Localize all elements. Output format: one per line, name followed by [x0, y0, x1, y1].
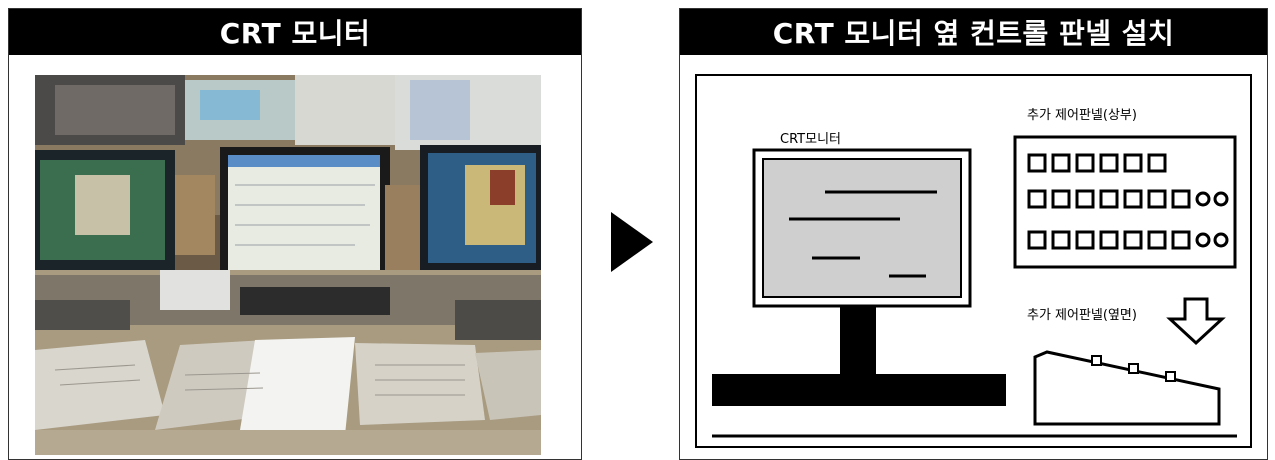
upper-panel-label: 추가 제어판넬(상부)	[1027, 108, 1137, 123]
right-panel: CRT 모니터 옆 컨트롤 판넬 설치 CRT모니터 추가 제어판넬(상부)	[679, 8, 1268, 460]
right-panel-title: CRT 모니터 옆 컨트롤 판넬 설치	[680, 9, 1267, 55]
control-room-photo-illustration	[35, 75, 541, 455]
left-panel: CRT 모니터	[8, 8, 582, 460]
side-panel-label: 추가 제어판넬(옆면)	[1027, 308, 1137, 323]
monitor-stand-neck	[840, 306, 876, 374]
monitor-label: CRT모니터	[780, 132, 841, 147]
arrow-right-icon	[611, 212, 653, 272]
left-panel-title: CRT 모니터	[9, 9, 581, 55]
control-panel-diagram: CRT모니터 추가 제어판넬(상부)	[692, 67, 1257, 455]
side-control-panel	[1035, 352, 1219, 424]
monitor-stand-base	[712, 374, 1006, 406]
crt-monitor-screen	[763, 159, 961, 297]
control-room-photo	[35, 75, 541, 455]
arrow-down-icon	[1170, 299, 1222, 343]
